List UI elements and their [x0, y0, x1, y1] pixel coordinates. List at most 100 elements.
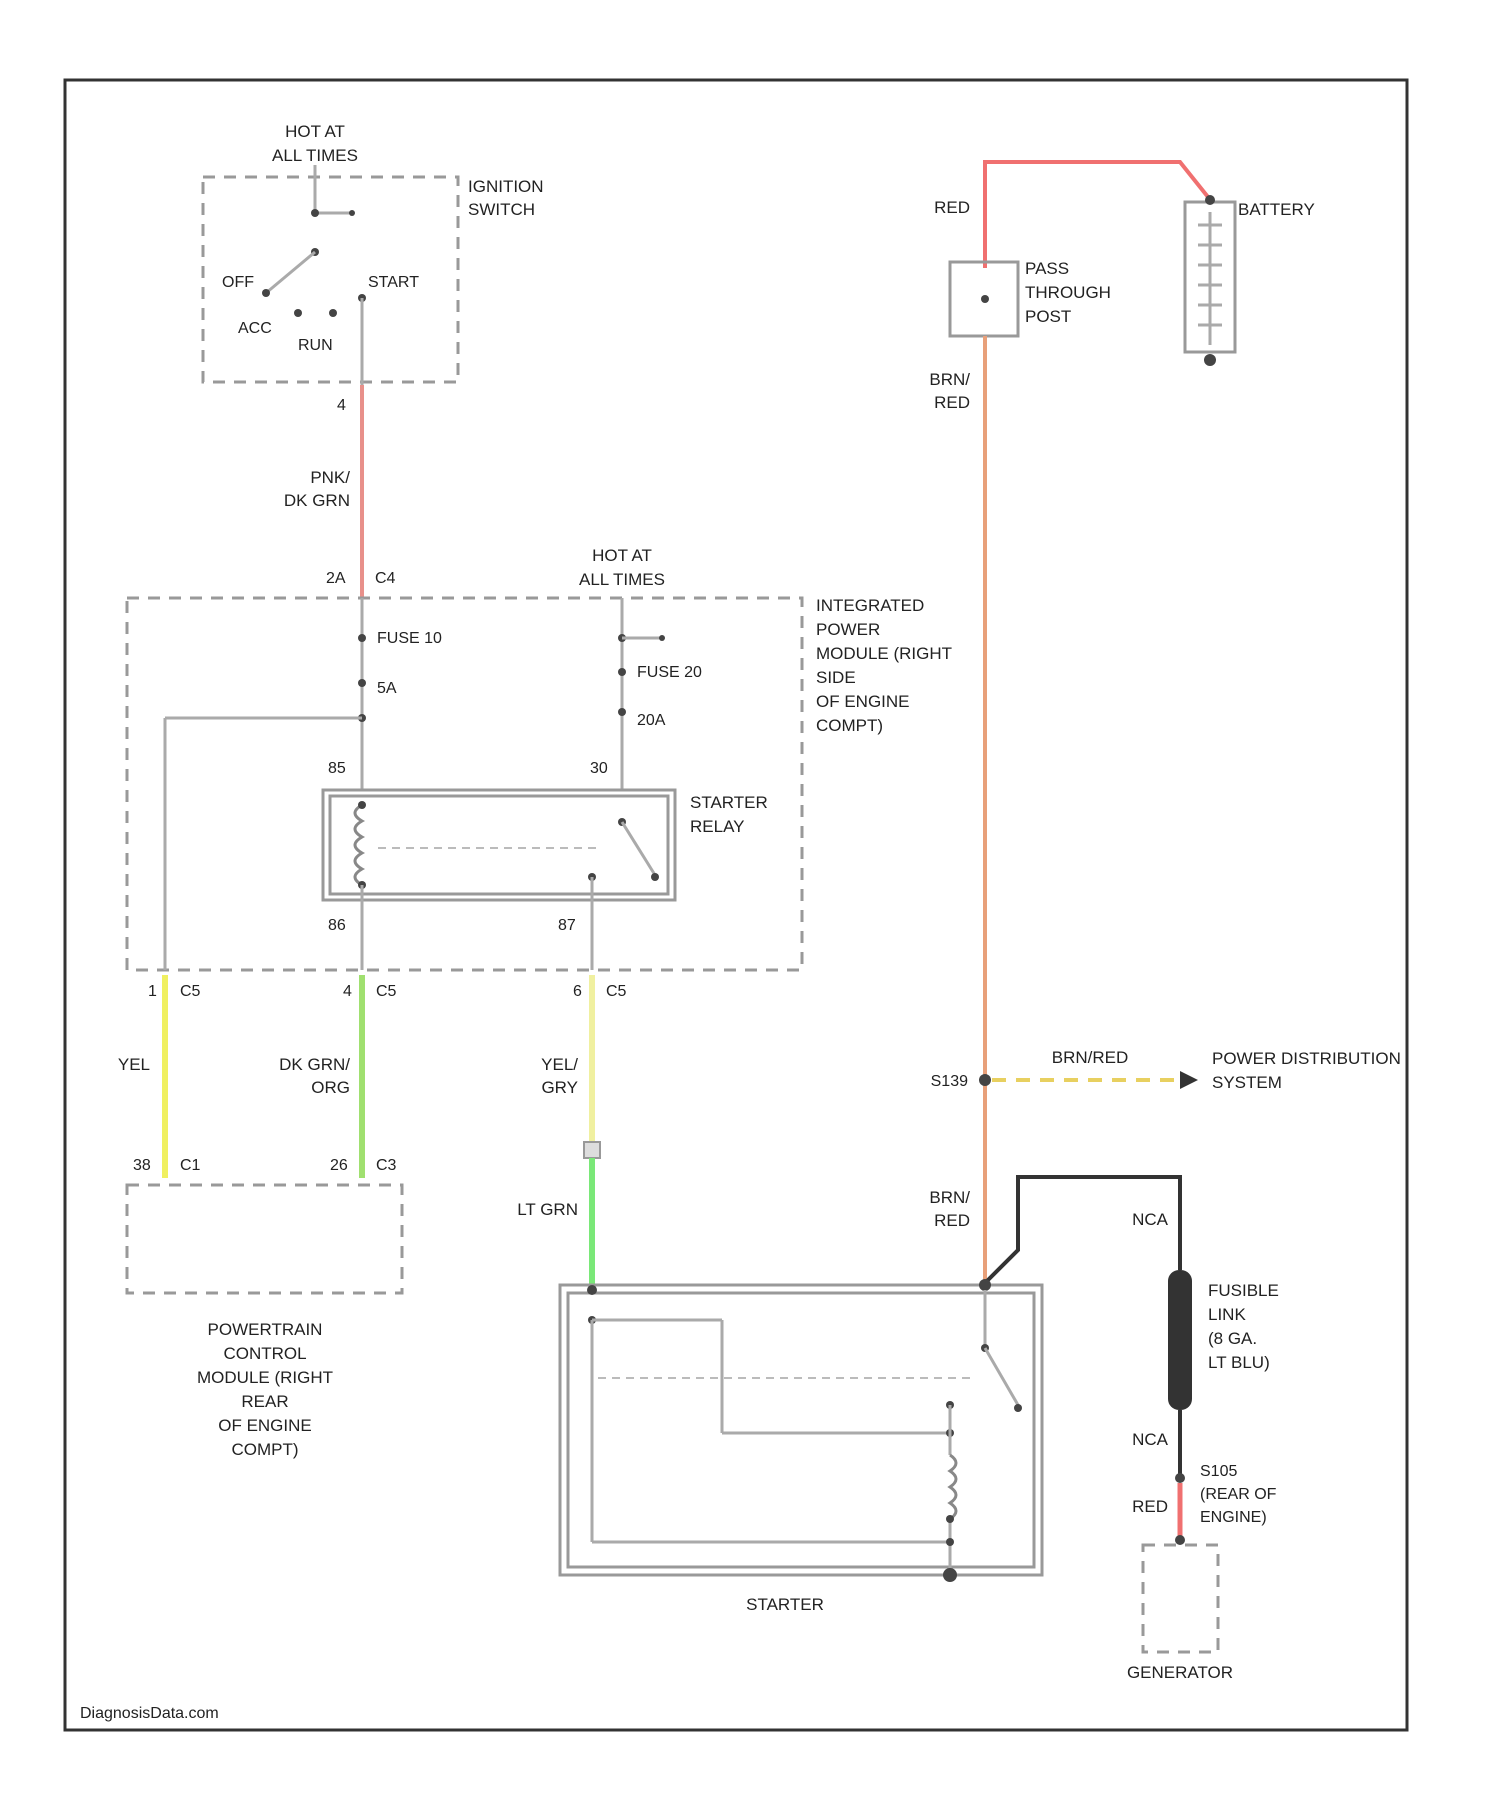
fusible-link-label-2: LINK [1208, 1305, 1246, 1324]
battery: BATTERY [1185, 195, 1315, 366]
splice-s105 [1175, 1473, 1185, 1483]
starter-relay: STARTER RELAY [323, 790, 768, 900]
ipm-hot-label-1: HOT AT [592, 546, 652, 565]
wire-brn-red-bottom-label-2: RED [934, 1211, 970, 1230]
integrated-power-module: HOT AT ALL TIMES INTEGRATED POWER MODULE… [127, 546, 952, 970]
fuse20-amp: 20A [637, 712, 666, 729]
fusible-link: FUSIBLE LINK (8 GA. LT BLU) [1168, 1270, 1279, 1410]
generator-label: GENERATOR [1127, 1663, 1233, 1682]
pcm-box [127, 1185, 402, 1293]
pcm-label-1: POWERTRAIN [208, 1320, 323, 1339]
starter-relay-label-2: RELAY [690, 817, 745, 836]
power-distribution-label-1: POWER DISTRIBUTION [1212, 1049, 1401, 1068]
ignition-pin-4: 4 [337, 397, 346, 414]
wire-red-gen-label: RED [1132, 1497, 1168, 1516]
relay-pin-30: 30 [590, 760, 608, 777]
post-label-2: THROUGH [1025, 283, 1111, 302]
pcm-label-5: OF ENGINE [218, 1416, 312, 1435]
pcm-connector-c1: C1 [180, 1157, 201, 1174]
ignition-switch: HOT AT ALL TIMES IGNITION SWITCH OFF ACC… [203, 122, 544, 414]
pass-through-post: PASS THROUGH POST [950, 259, 1111, 336]
ignition-acc-label: ACC [238, 320, 272, 337]
ipm-label-3: MODULE (RIGHT [816, 644, 952, 663]
relay-coil [355, 805, 362, 885]
starter-label: STARTER [746, 1595, 824, 1614]
generator: GENERATOR [1127, 1545, 1233, 1682]
wire-dkgrn-org-label-2: ORG [311, 1078, 350, 1097]
ignition-hot-label-2: ALL TIMES [272, 146, 358, 165]
ipm-label-5: OF ENGINE [816, 692, 910, 711]
fusible-link-body [1168, 1270, 1192, 1410]
pcm-connector-c3: C3 [376, 1157, 397, 1174]
wire-pnk-dkgrn-label-1: PNK/ [310, 468, 350, 487]
splice-s139 [979, 1074, 991, 1086]
wire-dkgrn-org-label-1: DK GRN/ [279, 1055, 350, 1074]
starter: STARTER [560, 1279, 1042, 1614]
splice-s139-label: S139 [931, 1073, 968, 1090]
watermark: DiagnosisData.com [80, 1705, 219, 1722]
wire-brn-red-bottom-label-1: BRN/ [929, 1188, 970, 1207]
arrow-icon [1180, 1071, 1198, 1089]
powertrain-control-module: 38 C1 26 C3 POWERTRAIN CONTROL MODULE (R… [127, 1157, 402, 1459]
relay-pin-87: 87 [558, 917, 576, 934]
ipm-pin-2a: 2A [326, 570, 346, 587]
power-distribution-label-2: SYSTEM [1212, 1073, 1282, 1092]
c5-pin-6: 6 [573, 983, 582, 1000]
wire-yel-gry-label-2: GRY [541, 1078, 578, 1097]
ignition-switch-label-1: IGNITION [468, 177, 544, 196]
wire-brn-red-top-label-1: BRN/ [929, 370, 970, 389]
fusible-link-label-3: (8 GA. [1208, 1329, 1257, 1348]
pcm-label-6: COMPT) [231, 1440, 298, 1459]
inline-connector [584, 1142, 600, 1158]
wire-brn-red-top-label-2: RED [934, 393, 970, 412]
starter-coil [950, 1455, 956, 1519]
wire-pnk-dkgrn-label-2: DK GRN [284, 491, 350, 510]
fusible-link-label-4: LT BLU) [1208, 1353, 1270, 1372]
post-label-1: PASS [1025, 259, 1069, 278]
fuse10-label: FUSE 10 [377, 630, 442, 647]
pcm-label-3: MODULE (RIGHT [197, 1368, 333, 1387]
pcm-label-2: CONTROL [223, 1344, 306, 1363]
wire-yel-label: YEL [118, 1055, 150, 1074]
wire-brn-red-dash-label: BRN/RED [1052, 1048, 1129, 1067]
wire-nca-bottom-label: NCA [1132, 1430, 1169, 1449]
ipm-box [127, 598, 802, 970]
ignition-run-label: RUN [298, 337, 333, 354]
wire-yel-gry-label-1: YEL/ [541, 1055, 578, 1074]
pcm-pin-38: 38 [133, 1157, 151, 1174]
starter-relay-label-1: STARTER [690, 793, 768, 812]
fusible-link-label-1: FUSIBLE [1208, 1281, 1279, 1300]
ignition-switch-label-2: SWITCH [468, 200, 535, 219]
generator-box [1143, 1545, 1218, 1652]
s105-label-1: S105 [1200, 1463, 1237, 1480]
post-label-3: POST [1025, 307, 1071, 326]
wire-nca [985, 1177, 1180, 1283]
starter-relay-box [323, 790, 675, 900]
ipm-hot-label-2: ALL TIMES [579, 570, 665, 589]
relay-pin-86: 86 [328, 917, 346, 934]
ipm-label-6: COMPT) [816, 716, 883, 735]
wire-nca-top-label: NCA [1132, 1210, 1169, 1229]
c5-pin-4: 4 [343, 983, 352, 1000]
wire-red-battery [985, 162, 1208, 268]
ignition-off-label: OFF [222, 274, 254, 291]
starter-box [560, 1285, 1042, 1575]
ignition-hot-label-1: HOT AT [285, 122, 345, 141]
wire-lt-grn-label: LT GRN [517, 1200, 578, 1219]
relay-pin-85: 85 [328, 760, 346, 777]
c5-label-a: C5 [180, 983, 201, 1000]
c5-label-c: C5 [606, 983, 627, 1000]
ipm-label-2: POWER [816, 620, 880, 639]
s105-label-2: (REAR OF [1200, 1486, 1277, 1503]
fuse20-label: FUSE 20 [637, 664, 702, 681]
c5-label-b: C5 [376, 983, 397, 1000]
ipm-label-4: SIDE [816, 668, 856, 687]
battery-label: BATTERY [1238, 200, 1315, 219]
ipm-label-1: INTEGRATED [816, 596, 924, 615]
c5-pin-1: 1 [148, 983, 157, 1000]
ipm-connector-c4: C4 [375, 570, 396, 587]
pcm-pin-26: 26 [330, 1157, 348, 1174]
ignition-start-label: START [368, 274, 419, 291]
pcm-label-4: REAR [241, 1392, 288, 1411]
